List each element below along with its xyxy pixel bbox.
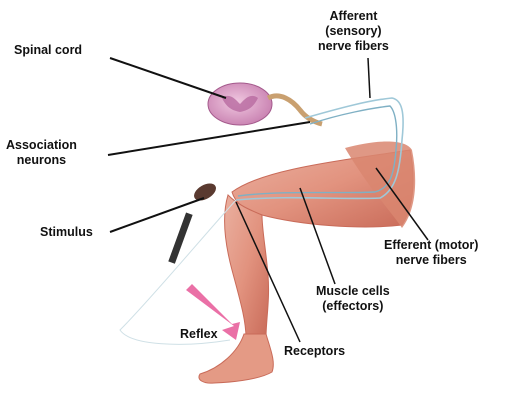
receptors-text: Receptors (284, 344, 345, 359)
reflex-text: Reflex (180, 327, 218, 342)
label-muscle-cells: Muscle cells (effectors) (316, 284, 390, 314)
association-line1: Association (6, 138, 77, 153)
leader-association (108, 122, 310, 155)
label-reflex: Reflex (180, 327, 218, 342)
efferent-line2: nerve fibers (384, 253, 478, 268)
nerve-root (268, 96, 322, 124)
spinal-cord-text: Spinal cord (14, 43, 82, 58)
stimulus-text: Stimulus (40, 225, 93, 240)
hammer-handle (168, 213, 192, 264)
label-efferent: Efferent (motor) nerve fibers (384, 238, 478, 268)
afferent-line2: (sensory) (318, 24, 389, 39)
muscle-line1: Muscle cells (316, 284, 390, 299)
leader-afferent (368, 58, 370, 98)
leader-spinal-cord (110, 58, 226, 98)
label-association-neurons: Association neurons (6, 138, 77, 168)
label-afferent: Afferent (sensory) nerve fibers (318, 9, 389, 54)
afferent-line1: Afferent (318, 9, 389, 24)
afferent-line3: nerve fibers (318, 39, 389, 54)
association-line2: neurons (6, 153, 77, 168)
muscle-line2: (effectors) (316, 299, 390, 314)
label-receptors: Receptors (284, 344, 345, 359)
efferent-line1: Efferent (motor) (384, 238, 478, 253)
lower-leg (225, 195, 269, 338)
label-stimulus: Stimulus (40, 225, 93, 240)
label-spinal-cord: Spinal cord (14, 43, 82, 58)
